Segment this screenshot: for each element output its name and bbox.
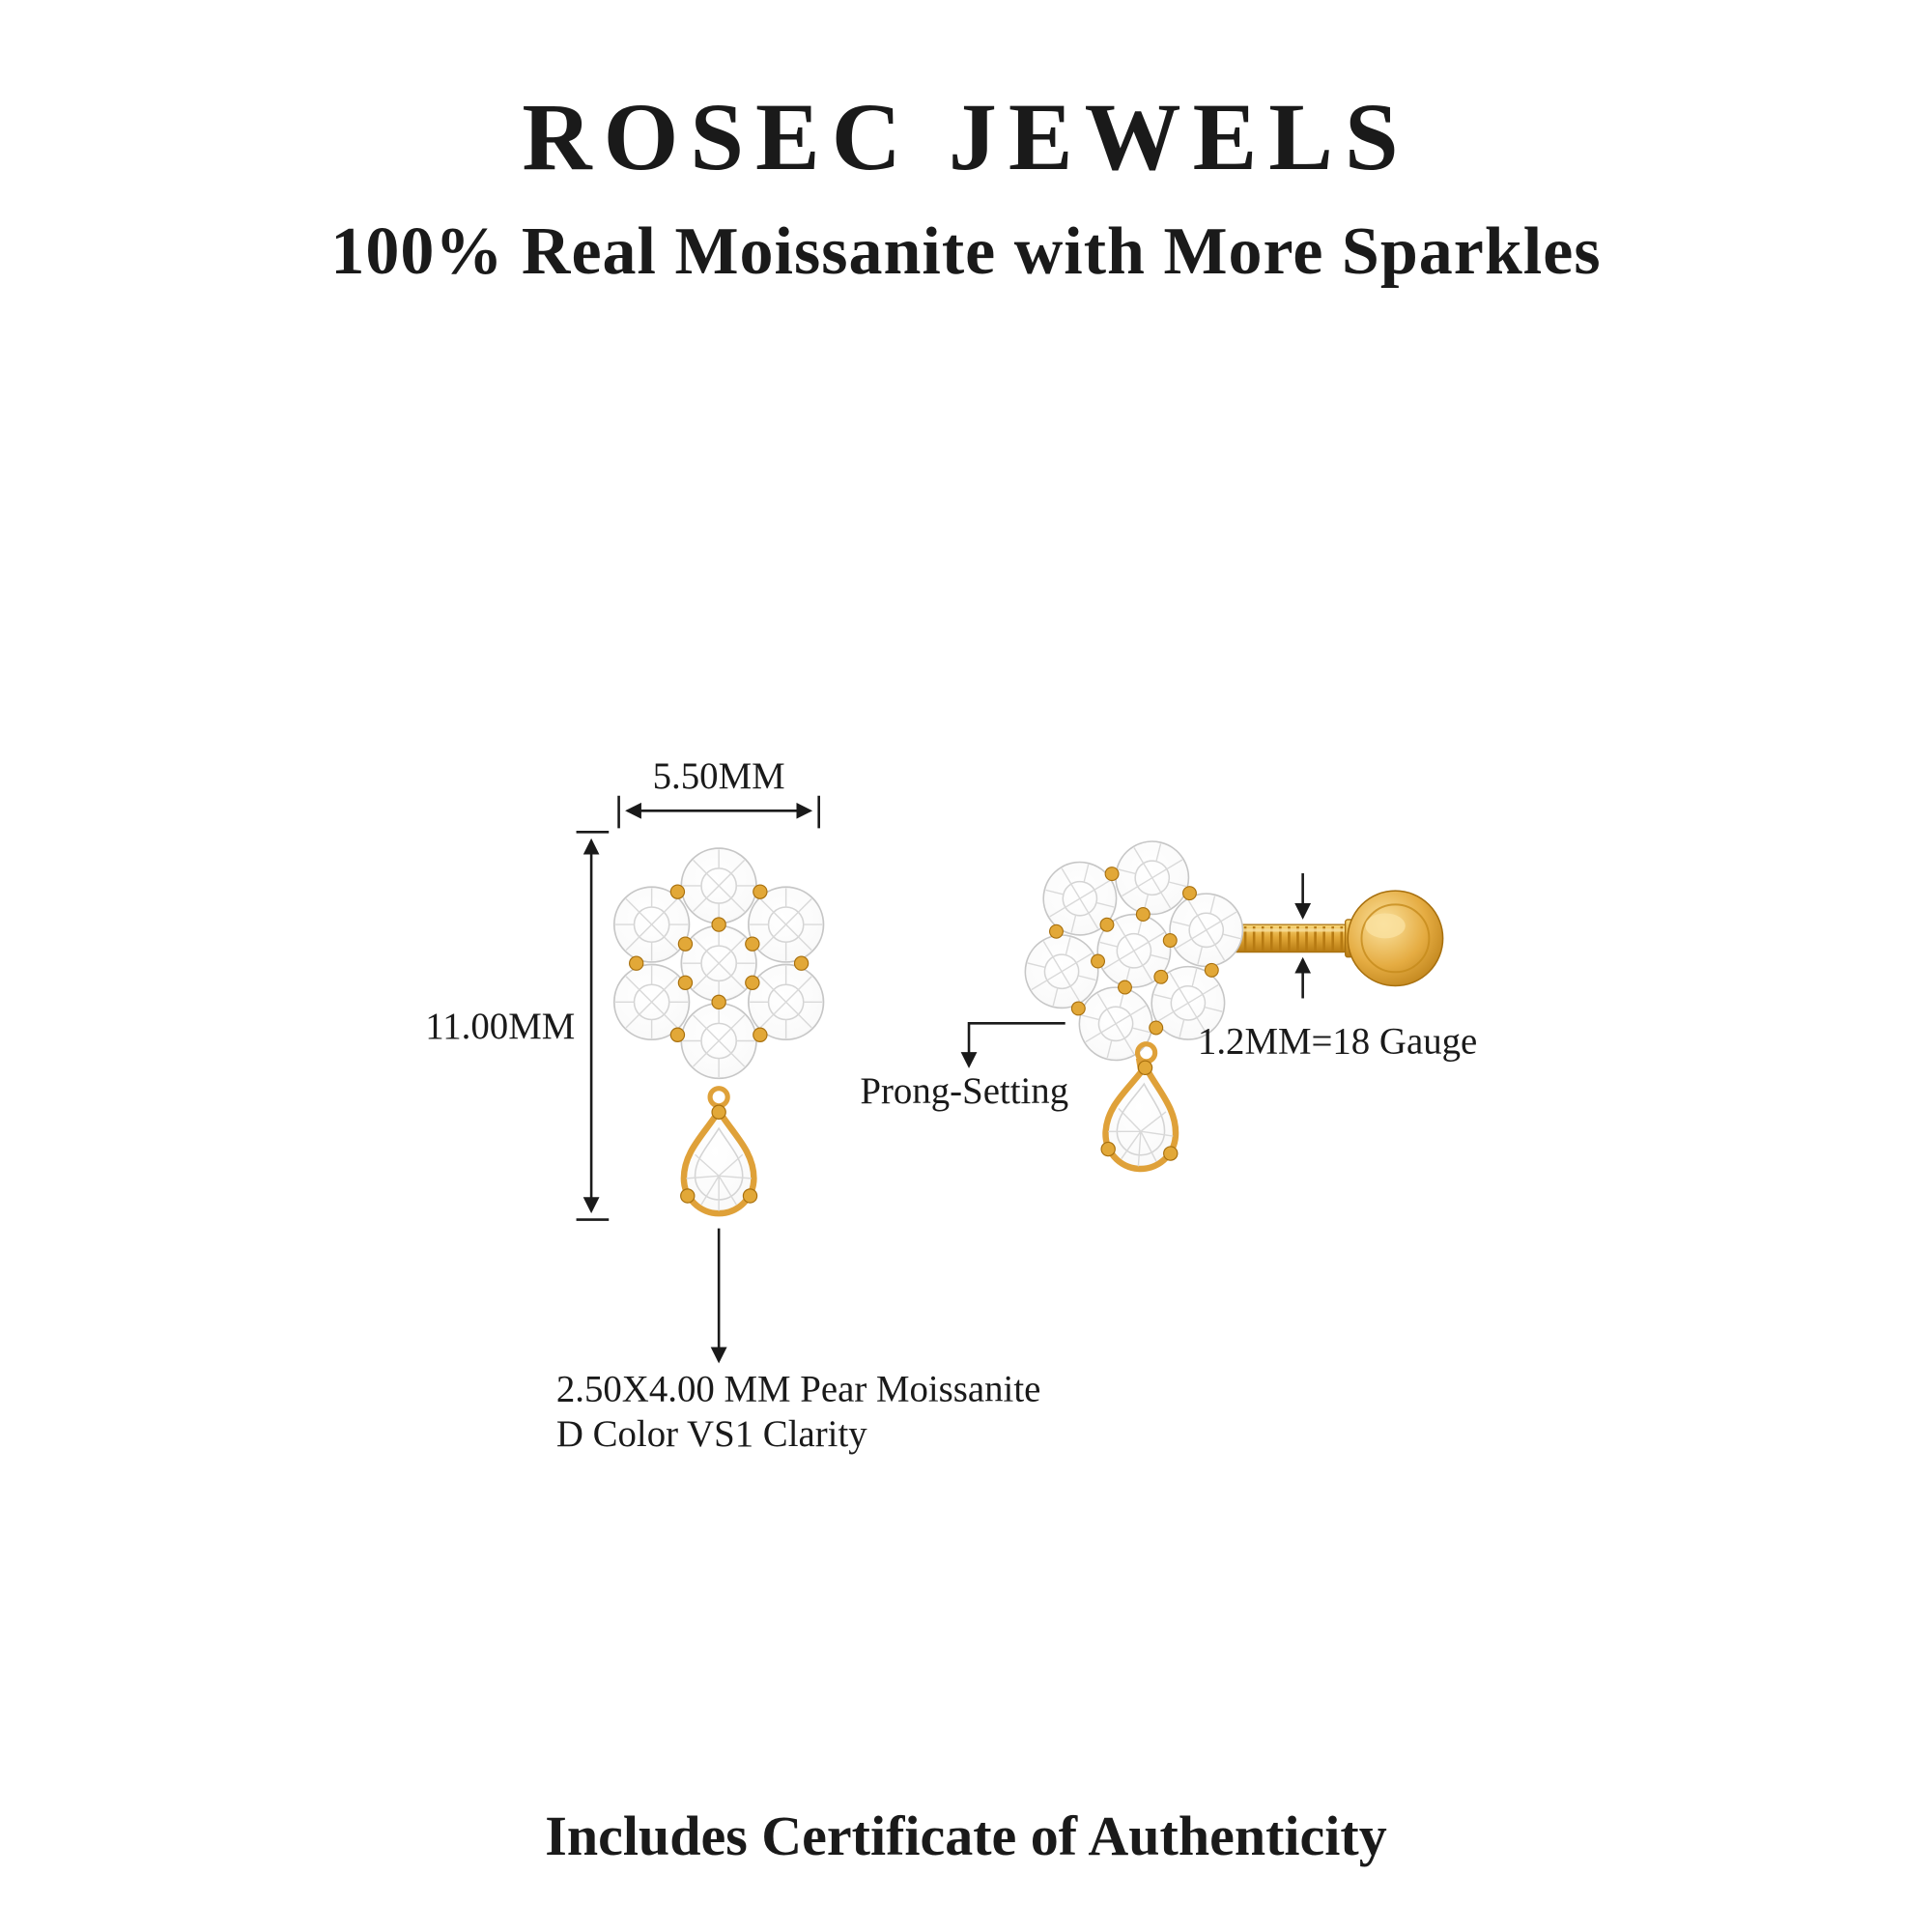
pear-stone-annotation: 2.50X4.00 MM Pear Moissanite D Color VS1… bbox=[556, 1228, 1041, 1455]
width-dimension: 5.50MM bbox=[617, 755, 820, 829]
pear-spec-line1: 2.50X4.00 MM Pear Moissanite bbox=[556, 1368, 1041, 1409]
front-view-earring bbox=[614, 848, 824, 1213]
prong-setting-label: Prong-Setting bbox=[860, 1070, 1068, 1112]
prong-setting-annotation: Prong-Setting bbox=[860, 1022, 1068, 1112]
certificate-note: Includes Certificate of Authenticity bbox=[545, 1804, 1387, 1867]
gauge-annotation: 1.2MM=18 Gauge bbox=[1198, 873, 1477, 1062]
width-dimension-label: 5.50MM bbox=[653, 755, 785, 797]
height-dimension: 11.00MM bbox=[425, 831, 610, 1221]
pear-spec-line2: D Color VS1 Clarity bbox=[556, 1413, 867, 1455]
earring-diagram: 5.50MM 11.00MM 2.50X4.00 MM Pear Moissan… bbox=[425, 755, 1477, 1455]
gauge-label: 1.2MM=18 Gauge bbox=[1198, 1020, 1477, 1062]
height-dimension-label: 11.00MM bbox=[425, 1006, 575, 1047]
tagline: 100% Real Moissanite with More Sparkles bbox=[330, 214, 1602, 289]
flat-disc-back bbox=[1347, 890, 1444, 987]
side-view-earring bbox=[1009, 818, 1444, 1172]
brand-title: ROSEC JEWELS bbox=[522, 83, 1410, 190]
